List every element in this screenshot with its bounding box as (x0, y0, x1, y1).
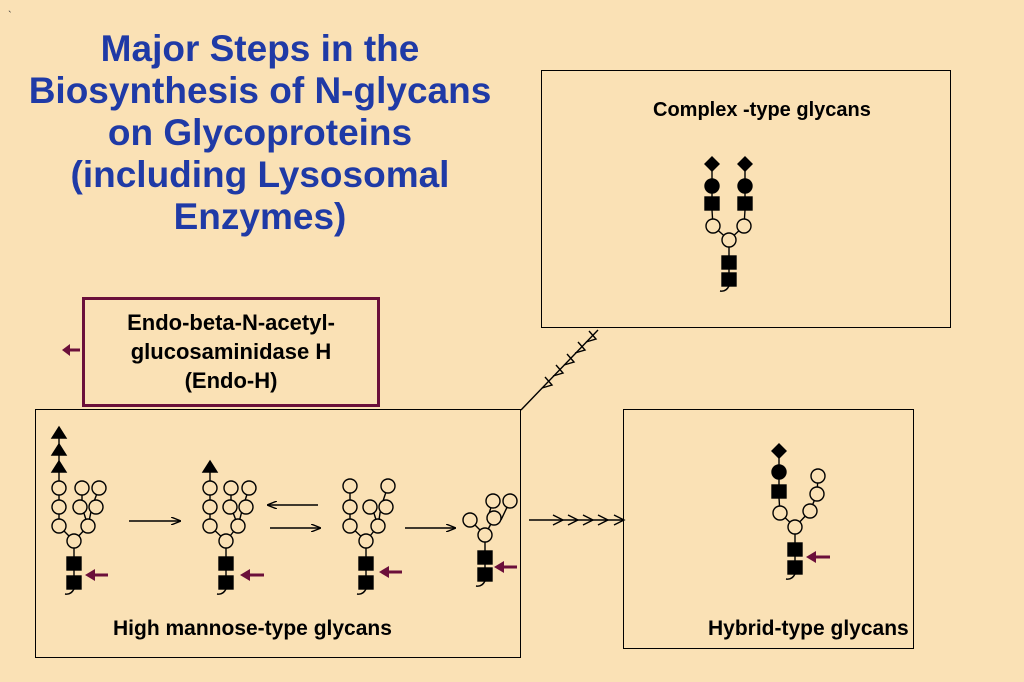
glcnac-square-icon (721, 272, 737, 287)
mannose-circle-icon (810, 468, 826, 484)
sialic-acid-diamond-icon (737, 156, 753, 172)
sialic-acid-diamond-icon (704, 156, 720, 172)
endo-h-cleavage-arrow-icon (494, 561, 517, 573)
mannose-circle-icon (485, 493, 501, 509)
mannose-circle-icon (72, 499, 88, 515)
hybrid-type-label: Hybrid-type glycans (708, 617, 909, 640)
mannose-circle-icon (218, 533, 234, 549)
hybrid-glycan-structure (771, 443, 826, 580)
mannose-circle-icon (362, 499, 378, 515)
mannose-circle-icon (74, 480, 90, 496)
slide-title: Major Steps in the Biosynthesis of N-gly… (0, 28, 520, 238)
endo-h-line: Endo-beta-N-acetyl- (127, 310, 335, 335)
mannose-circle-icon (802, 503, 818, 519)
complex-type-label: Complex -type glycans (653, 99, 871, 121)
mannose-circle-icon (721, 232, 737, 248)
mannose-circle-icon (241, 480, 257, 496)
glucose-triangle-icon (201, 459, 219, 473)
glcnac-square-icon (771, 484, 787, 499)
glcnac-square-icon (737, 196, 753, 211)
complex-type-panel (541, 70, 951, 328)
mannose-circle-icon (502, 493, 518, 509)
title-line: Biosynthesis of N-glycans (28, 70, 492, 111)
galactose-filled-circle-icon (737, 178, 753, 194)
glcnac-square-icon (477, 567, 493, 582)
mannose-circle-icon (223, 480, 239, 496)
stray-mark: ` (8, 10, 12, 22)
endo-h-cleavage-arrow-icon (240, 569, 264, 581)
title-line: Enzymes) (173, 196, 347, 237)
mannose-circle-icon (462, 512, 478, 528)
mannose-circle-icon (202, 499, 218, 515)
mannose-circle-icon (230, 518, 246, 534)
glcnac-square-icon (787, 560, 803, 575)
mannose-circle-icon (787, 519, 803, 535)
mannose-circle-icon (66, 533, 82, 549)
high-mannose-glycan-3 (342, 478, 396, 595)
mannose-circle-icon (238, 499, 254, 515)
mannose-circle-icon (202, 480, 218, 496)
high-mannose-glycan-2 (201, 459, 257, 595)
mannose-circle-icon (80, 518, 96, 534)
high-mannose-glycan-4 (462, 493, 518, 587)
glcnac-square-icon (704, 196, 720, 211)
glcnac-square-icon (218, 575, 234, 590)
mannose-circle-icon (809, 486, 825, 502)
endo-h-line: glucosaminidase H (130, 339, 332, 364)
mannose-circle-icon (342, 478, 358, 494)
complex-glycan-structure (704, 156, 753, 292)
mannose-circle-icon (370, 518, 386, 534)
title-line: Major Steps in the (100, 28, 420, 69)
mannose-circle-icon (222, 499, 238, 515)
mannose-circle-icon (705, 218, 721, 234)
mannose-circle-icon (88, 499, 104, 515)
glcnac-square-icon (218, 556, 234, 571)
glcnac-square-icon (787, 542, 803, 557)
high-mannose-panel (35, 409, 521, 658)
endo-h-cleavage-arrow-icon (806, 551, 830, 563)
mannose-circle-icon (486, 510, 502, 526)
glucose-triangle-icon (50, 425, 68, 439)
mannose-circle-icon (202, 518, 218, 534)
endo-h-box: Endo-beta-N-acetyl- glucosaminidase H (E… (82, 297, 380, 407)
mannose-circle-icon (51, 499, 67, 515)
glcnac-square-icon (66, 556, 82, 571)
endo-h-cleavage-arrow-icon (85, 569, 108, 581)
high-mannose-glycan-1 (50, 425, 107, 595)
glucose-triangle-icon (50, 459, 68, 473)
glcnac-square-icon (66, 575, 82, 590)
endo-h-legend-arrow-icon (62, 344, 80, 356)
mannose-circle-icon (736, 218, 752, 234)
multi-step-arrow-to-hybrid-icon (529, 514, 626, 526)
glucose-triangle-icon (50, 442, 68, 456)
galactose-filled-circle-icon (704, 178, 720, 194)
mannose-circle-icon (342, 518, 358, 534)
mannose-circle-icon (51, 518, 67, 534)
mannose-circle-icon (358, 533, 374, 549)
glcnac-square-icon (477, 550, 493, 565)
mannose-circle-icon (378, 499, 394, 515)
mannose-circle-icon (772, 505, 788, 521)
high-mannose-label: High mannose-type glycans (113, 617, 392, 640)
title-line: (including Lysosomal (70, 154, 450, 195)
mannose-circle-icon (51, 480, 67, 496)
glcnac-square-icon (358, 556, 374, 571)
endo-h-line: (Endo-H) (184, 368, 278, 393)
glcnac-square-icon (721, 255, 737, 270)
sialic-acid-diamond-icon (771, 443, 787, 459)
endo-h-cleavage-arrow-icon (379, 566, 402, 578)
galactose-filled-circle-icon (771, 464, 787, 480)
multi-step-arrow-to-complex-icon (520, 329, 599, 411)
title-line: on Glycoproteins (107, 112, 413, 153)
mannose-circle-icon (380, 478, 396, 494)
mannose-circle-icon (477, 527, 493, 543)
mannose-circle-icon (342, 499, 358, 515)
glcnac-square-icon (358, 575, 374, 590)
mannose-circle-icon (91, 480, 107, 496)
hybrid-type-panel (623, 409, 914, 649)
